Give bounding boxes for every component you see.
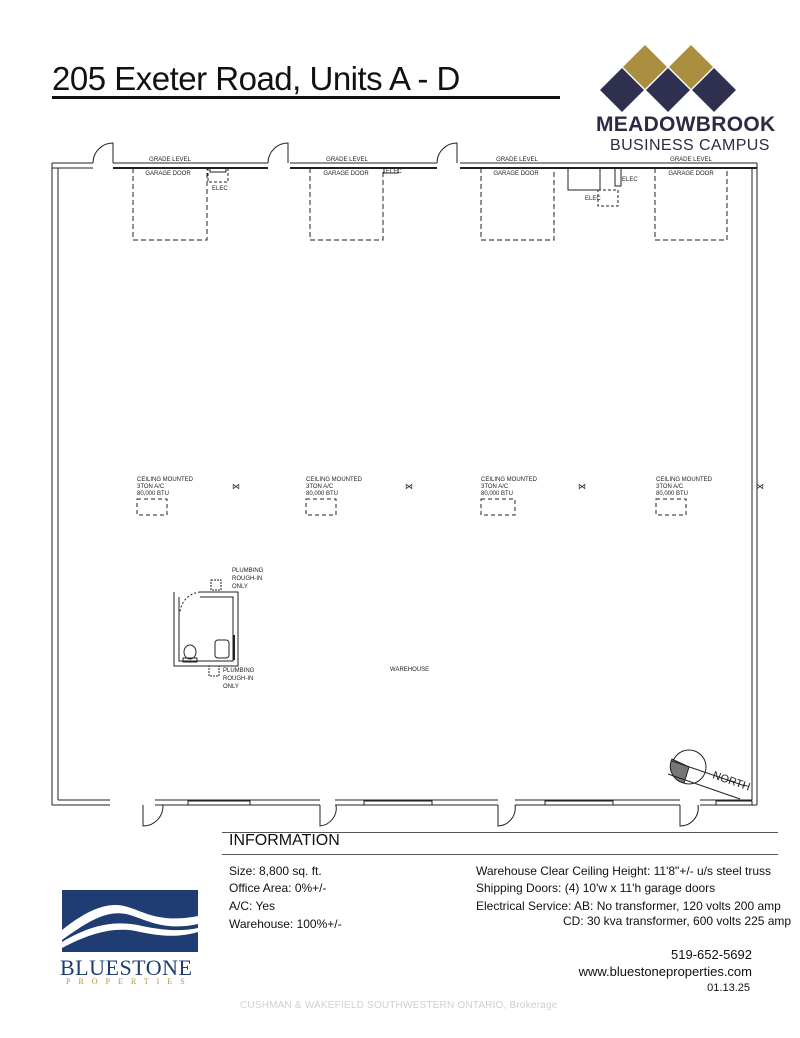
garage-label-a-1: GRADE LEVEL bbox=[149, 157, 191, 163]
svg-text:3TON A/C: 3TON A/C bbox=[137, 484, 165, 490]
svg-text:⋈: ⋈ bbox=[578, 482, 586, 491]
svg-text:⋈: ⋈ bbox=[232, 482, 240, 491]
warehouse-label: WAREHOUSE bbox=[390, 667, 429, 673]
info-office: Office Area: 0%+/- bbox=[229, 881, 327, 895]
logo-diamond-navy-left bbox=[600, 68, 644, 112]
logo-diamond-navy-center bbox=[646, 68, 690, 112]
svg-text:CEILING MOUNTED: CEILING MOUNTED bbox=[656, 477, 713, 483]
plumb-label-2b: ROUGH-IN bbox=[223, 676, 253, 682]
man-door-bottom-4 bbox=[679, 804, 699, 827]
elec-label-d: ELEC bbox=[622, 177, 638, 183]
svg-text:80,000 BTU: 80,000 BTU bbox=[656, 491, 688, 497]
north-arrow: NORTH bbox=[667, 749, 752, 800]
contact-website[interactable]: www.bluestoneproperties.com bbox=[578, 964, 752, 979]
north-label: NORTH bbox=[711, 769, 752, 793]
logo-diamond-gold-right bbox=[669, 45, 713, 89]
elec-panel-a bbox=[207, 167, 229, 183]
plumb-label-2c: ONLY bbox=[223, 684, 239, 690]
window bbox=[544, 800, 614, 806]
svg-text:80,000 BTU: 80,000 BTU bbox=[481, 491, 513, 497]
bluestone-logo-icon bbox=[62, 890, 198, 952]
garage-label-b-1: GRADE LEVEL bbox=[326, 157, 368, 163]
info-ceiling: Warehouse Clear Ceiling Height: 11'8"+/-… bbox=[476, 864, 772, 878]
plumb-label-1a: PLUMBING bbox=[232, 568, 264, 574]
elec-panel-b bbox=[383, 167, 399, 174]
info-panel: INFORMATION bbox=[222, 832, 778, 855]
info-warehouse: Warehouse: 100%+/- bbox=[229, 917, 342, 931]
garage-label-c-1: GRADE LEVEL bbox=[496, 157, 538, 163]
elec-label-c: ELEC bbox=[585, 196, 601, 202]
garage-label-a-2: GARAGE DOOR bbox=[145, 171, 191, 177]
title-underline bbox=[52, 96, 560, 99]
info-shipping: Shipping Doors: (4) 10'w x 11'h garage d… bbox=[476, 881, 716, 895]
man-door-bottom-2 bbox=[319, 804, 337, 827]
garage-label-d-2: GARAGE DOOR bbox=[668, 171, 714, 177]
svg-text:80,000 BTU: 80,000 BTU bbox=[306, 491, 338, 497]
elec-panel-d bbox=[614, 167, 622, 187]
brokerage-credit: CUSHMAN & WAKEFIELD SOUTHWESTERN ONTARIO… bbox=[240, 1000, 558, 1011]
window bbox=[715, 800, 753, 806]
plumb-label-2a: PLUMBING bbox=[223, 668, 255, 674]
sink-icon bbox=[214, 639, 230, 659]
contact-phone: 519-652-5692 bbox=[671, 947, 752, 962]
svg-text:3TON A/C: 3TON A/C bbox=[306, 484, 334, 490]
svg-text:80,000 BTU: 80,000 BTU bbox=[137, 491, 169, 497]
window bbox=[187, 800, 251, 806]
svg-text:CEILING MOUNTED: CEILING MOUNTED bbox=[481, 477, 538, 483]
info-ac: A/C: Yes bbox=[229, 899, 276, 913]
brand-name: MEADOWBROOK bbox=[596, 113, 776, 136]
washroom bbox=[173, 579, 239, 677]
garage-label-d-1: GRADE LEVEL bbox=[670, 157, 712, 163]
window bbox=[363, 800, 433, 806]
garage-door-a bbox=[132, 168, 208, 241]
plumbing-box-2 bbox=[208, 665, 220, 677]
ac-unit-a: CEILING MOUNTED 3TON A/C 80,000 BTU bbox=[136, 477, 194, 516]
plumb-label-1c: ONLY bbox=[232, 584, 248, 590]
svg-text:CEILING MOUNTED: CEILING MOUNTED bbox=[137, 477, 194, 483]
man-door-bottom-1 bbox=[142, 804, 164, 827]
svg-text:3TON A/C: 3TON A/C bbox=[481, 484, 509, 490]
info-electrical-2: CD: 30 kva transformer, 600 volts 225 am… bbox=[563, 914, 792, 928]
brand-subname: BUSINESS CAMPUS bbox=[610, 137, 770, 154]
man-door-top-3 bbox=[436, 142, 458, 164]
page-title: 205 Exeter Road, Units A - D bbox=[52, 60, 460, 97]
elec-panel-c bbox=[597, 189, 619, 207]
bluestone-name: BLUESTONE bbox=[60, 955, 193, 980]
elec-label-a: ELEC bbox=[212, 186, 228, 192]
floor-plan: GRADE LEVEL GARAGE DOOR GRADE LEVEL GARA… bbox=[51, 142, 764, 827]
meadowbrook-logo bbox=[600, 45, 736, 112]
svg-text:⋈: ⋈ bbox=[405, 482, 413, 491]
elec-label-b: ELEC bbox=[386, 169, 402, 175]
man-door-bottom-3 bbox=[497, 804, 516, 827]
svg-text:CEILING MOUNTED: CEILING MOUNTED bbox=[306, 477, 363, 483]
info-top-rule bbox=[222, 832, 778, 833]
man-door-top-2 bbox=[267, 142, 289, 164]
info-heading: INFORMATION bbox=[222, 832, 778, 855]
garage-label-c-2: GARAGE DOOR bbox=[493, 171, 539, 177]
document-date: 01.13.25 bbox=[707, 982, 750, 994]
garage-door-c bbox=[480, 168, 555, 241]
info-size: Size: 8,800 sq. ft. bbox=[229, 864, 322, 878]
ac-unit-c: CEILING MOUNTED 3TON A/C 80,000 BTU bbox=[480, 477, 538, 516]
ac-unit-d: CEILING MOUNTED 3TON A/C 80,000 BTU bbox=[655, 477, 713, 516]
elec-room-c bbox=[567, 168, 601, 191]
info-electrical-1: Electrical Service: AB: No transformer, … bbox=[476, 899, 781, 913]
garage-door-d bbox=[654, 168, 728, 241]
demising-markers: ⋈ ⋈ ⋈ ⋈ bbox=[232, 482, 764, 491]
plumb-label-1b: ROUGH-IN bbox=[232, 576, 262, 582]
man-door-top-1 bbox=[92, 142, 114, 164]
svg-text:⋈: ⋈ bbox=[756, 482, 764, 491]
logo-diamond-navy-right bbox=[692, 68, 736, 112]
toilet-icon bbox=[183, 644, 197, 660]
garage-door-b bbox=[309, 168, 384, 241]
ac-unit-b: CEILING MOUNTED 3TON A/C 80,000 BTU bbox=[305, 477, 363, 516]
bluestone-sub: PROPERTIES bbox=[66, 977, 193, 986]
logo-diamond-gold-left bbox=[623, 45, 667, 89]
svg-text:3TON A/C: 3TON A/C bbox=[656, 484, 684, 490]
garage-label-b-2: GARAGE DOOR bbox=[323, 171, 369, 177]
plumbing-box-1 bbox=[210, 579, 222, 591]
